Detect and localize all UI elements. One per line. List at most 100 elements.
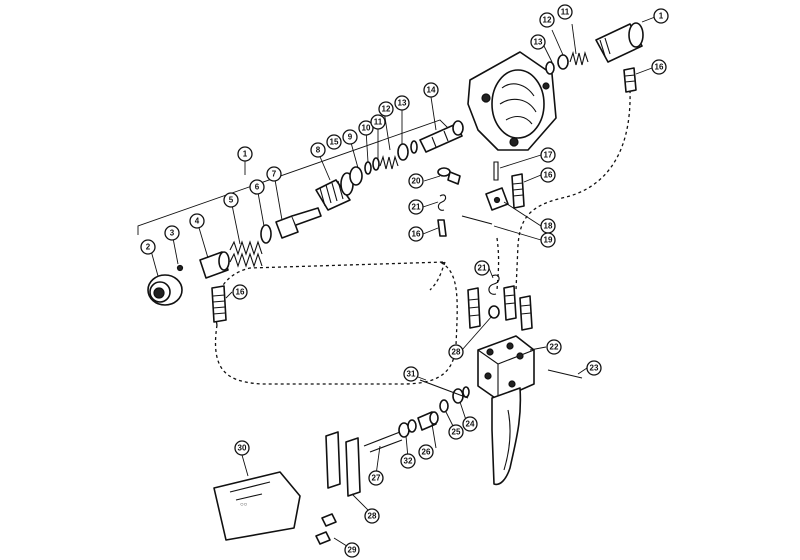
callout-12-right: 12 bbox=[539, 12, 555, 28]
svg-text:14: 14 bbox=[427, 86, 436, 95]
callout-7: 7 bbox=[266, 166, 282, 182]
svg-text:13: 13 bbox=[398, 99, 407, 108]
callout-24: 24 bbox=[462, 416, 478, 432]
detent-32 bbox=[398, 419, 417, 438]
control-handle bbox=[491, 387, 522, 486]
block-18 bbox=[485, 187, 509, 211]
svg-text:19: 19 bbox=[544, 236, 553, 245]
svg-text:17: 17 bbox=[544, 151, 553, 160]
callout-13-right: 13 bbox=[530, 34, 546, 50]
svg-text:28: 28 bbox=[452, 348, 461, 357]
svg-text:32: 32 bbox=[404, 457, 413, 466]
spring-small-part bbox=[379, 155, 399, 170]
needle-17 bbox=[493, 161, 499, 181]
svg-text:16: 16 bbox=[236, 288, 245, 297]
lower-fittings bbox=[467, 274, 533, 331]
callout-28-lower: 28 bbox=[364, 508, 380, 524]
rod-23 bbox=[547, 369, 583, 379]
callout-28-upper: 28 bbox=[448, 344, 464, 360]
callout-9: 9 bbox=[342, 129, 358, 145]
callout-16-middle-right: 16 bbox=[540, 167, 556, 183]
svg-text:4: 4 bbox=[195, 217, 200, 226]
callout-32: 32 bbox=[400, 453, 416, 469]
callout-8: 8 bbox=[310, 142, 326, 158]
svg-text:16: 16 bbox=[412, 230, 421, 239]
banjo-20 bbox=[437, 167, 461, 185]
callout-15: 15 bbox=[326, 134, 342, 150]
callout-22: 22 bbox=[546, 339, 562, 355]
callout-5: 5 bbox=[223, 192, 239, 208]
callout-19: 19 bbox=[540, 232, 556, 248]
hose-left-loop bbox=[214, 261, 458, 385]
screws-29 bbox=[315, 513, 337, 545]
relief-valve-group bbox=[545, 22, 644, 93]
callout-1-bracket: 1 bbox=[237, 146, 253, 162]
svg-text:11: 11 bbox=[374, 118, 383, 127]
retainer-part bbox=[397, 143, 409, 161]
spring-part bbox=[229, 240, 263, 268]
pin-19 bbox=[461, 215, 493, 225]
callout-23: 23 bbox=[586, 360, 602, 376]
hose-top-return bbox=[515, 89, 631, 291]
svg-text:30: 30 bbox=[238, 444, 247, 453]
retainer-upper bbox=[557, 54, 569, 70]
callout-31: 31 bbox=[403, 366, 419, 382]
svg-text:7: 7 bbox=[272, 170, 277, 179]
callout-27: 27 bbox=[368, 470, 384, 486]
callout-2: 2 bbox=[140, 239, 156, 255]
svg-text:10: 10 bbox=[362, 124, 371, 133]
svg-text:○○: ○○ bbox=[240, 502, 248, 508]
callout-16-middle-left: 16 bbox=[408, 226, 424, 242]
svg-text:23: 23 bbox=[590, 364, 599, 373]
fitting-center-vertical bbox=[503, 285, 517, 321]
svg-text:12: 12 bbox=[382, 105, 391, 114]
hose-mid bbox=[496, 237, 500, 291]
nut-part bbox=[147, 274, 183, 306]
fitting-body-part bbox=[315, 172, 354, 211]
svg-text:3: 3 bbox=[170, 229, 175, 238]
elbow-fitting-upper bbox=[623, 67, 637, 93]
callout-29: 29 bbox=[344, 542, 360, 558]
bracket-28 bbox=[325, 431, 361, 497]
lever-27 bbox=[363, 431, 403, 453]
piston-part bbox=[275, 207, 322, 239]
svg-text:31: 31 bbox=[407, 370, 416, 379]
callout-16-upper-right: 16 bbox=[651, 59, 667, 75]
spring-upper bbox=[569, 51, 589, 66]
svg-text:21: 21 bbox=[412, 203, 421, 212]
fitting-16-left bbox=[211, 285, 227, 323]
svg-text:24: 24 bbox=[466, 420, 475, 429]
valve-assembly bbox=[147, 120, 464, 306]
instruction-plate: ○○ bbox=[213, 471, 301, 541]
middle-fittings bbox=[211, 161, 525, 323]
clip-21-lower bbox=[488, 274, 500, 319]
svg-text:16: 16 bbox=[655, 63, 664, 72]
svg-text:6: 6 bbox=[255, 183, 260, 192]
svg-text:29: 29 bbox=[348, 546, 357, 555]
svg-text:2: 2 bbox=[146, 243, 151, 252]
callout-11-left: 11 bbox=[370, 114, 386, 130]
lever-parts bbox=[325, 379, 470, 497]
svg-text:9: 9 bbox=[348, 133, 353, 142]
svg-text:20: 20 bbox=[412, 177, 421, 186]
callout-30: 30 bbox=[234, 440, 250, 456]
callout-6: 6 bbox=[249, 179, 265, 195]
valve-housing bbox=[467, 51, 557, 151]
callout-20: 20 bbox=[408, 173, 424, 189]
callout-12-left: 12 bbox=[378, 101, 394, 117]
fitting-right-vertical bbox=[519, 295, 533, 331]
manifold-block bbox=[477, 335, 535, 401]
callout-21-upper: 21 bbox=[408, 199, 424, 215]
svg-text:5: 5 bbox=[229, 196, 234, 205]
callout-4: 4 bbox=[189, 213, 205, 229]
callout-1-upper: 1 bbox=[653, 8, 669, 24]
plug-24 bbox=[452, 386, 470, 404]
fitting-16-right bbox=[511, 173, 525, 209]
svg-text:11: 11 bbox=[561, 8, 570, 17]
svg-text:26: 26 bbox=[422, 448, 431, 457]
callout-3: 3 bbox=[164, 225, 180, 241]
spool-26 bbox=[417, 411, 439, 431]
callout-11-right: 11 bbox=[557, 4, 573, 20]
svg-text:18: 18 bbox=[544, 222, 553, 231]
